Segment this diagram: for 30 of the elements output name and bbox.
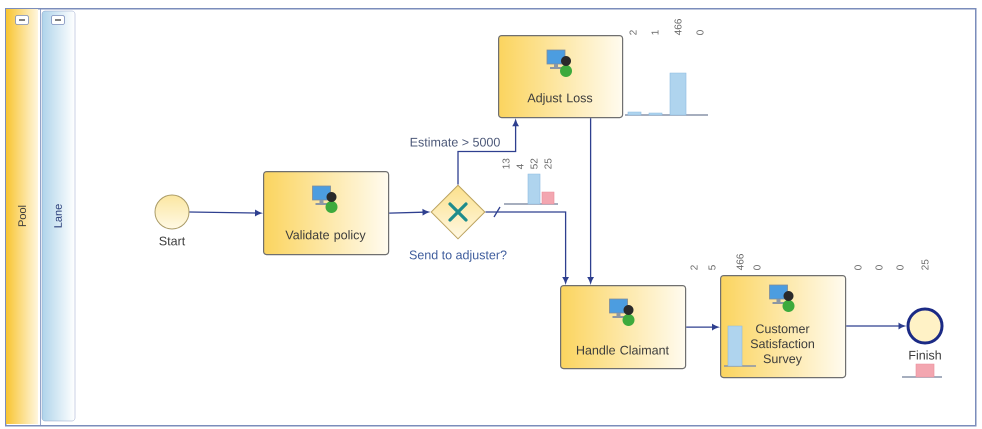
- value-label: 466: [674, 19, 682, 36]
- arrow: [588, 118, 594, 284]
- value-label: 13: [502, 158, 510, 169]
- task-box: Customer Satisfaction Survey: [720, 275, 846, 378]
- arrow: [846, 323, 905, 329]
- task-box: Adjust Loss: [498, 35, 624, 118]
- node-label: Finish: [909, 350, 941, 360]
- value-label: 2: [690, 265, 698, 270]
- edge-label: Estimate > 5000: [408, 136, 502, 148]
- value-label: 0: [854, 265, 862, 270]
- arrow: [389, 209, 429, 216]
- start-event: Start: [154, 194, 190, 246]
- value-label: 52: [530, 158, 538, 169]
- value-label: 0: [896, 265, 904, 270]
- value-label: 2: [630, 30, 636, 35]
- arrow: [457, 120, 519, 184]
- arrow: [686, 324, 718, 330]
- arrow: [190, 210, 262, 216]
- node-label: Start: [159, 236, 186, 246]
- value-label: 0: [875, 265, 883, 270]
- value-label: 25: [921, 260, 929, 270]
- arrow: [486, 206, 569, 284]
- value-label: 4: [516, 164, 524, 170]
- value-label: 0: [696, 30, 704, 35]
- task-box: Validate policy: [263, 171, 390, 256]
- task-box: Handle Claimant: [560, 285, 686, 370]
- value-label: 25: [544, 158, 552, 169]
- end-event: Finish: [906, 308, 944, 360]
- value-label: 1: [652, 30, 658, 35]
- value-label: 5: [708, 265, 716, 270]
